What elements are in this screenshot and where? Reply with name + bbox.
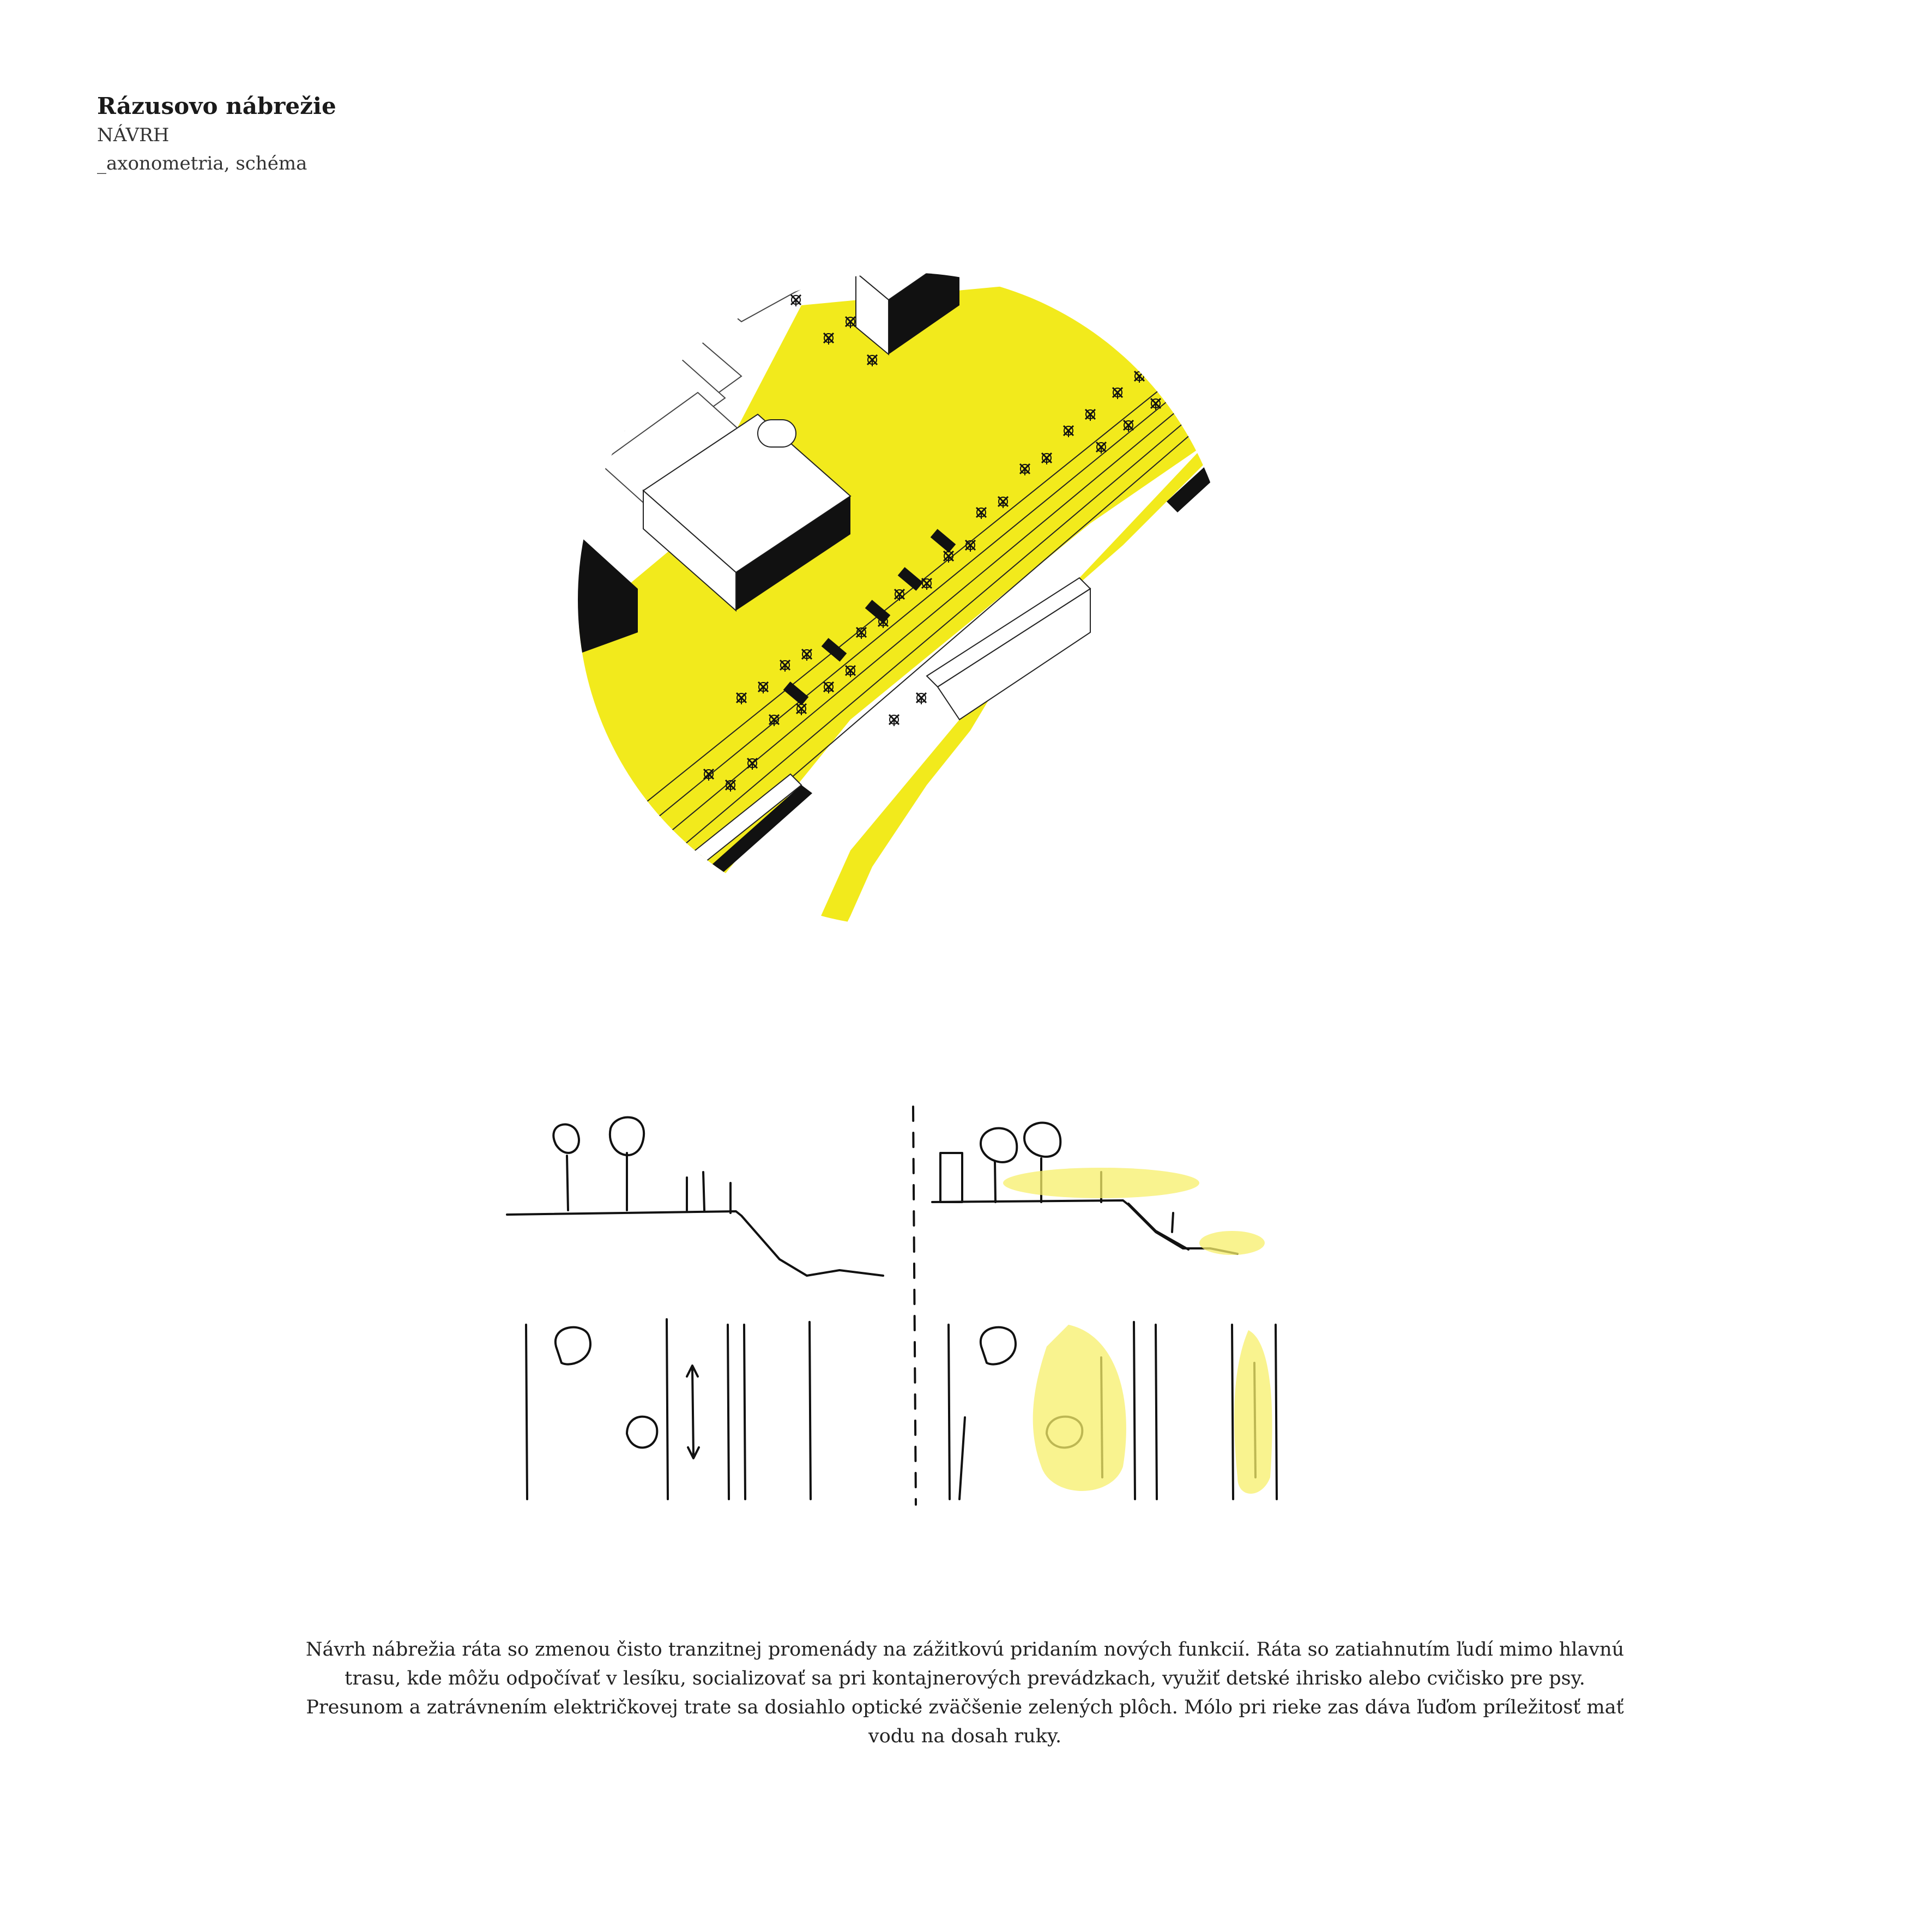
page-caption: _axonometria, schéma (97, 153, 307, 174)
page-subtitle: NÁVRH (97, 124, 170, 146)
divider-dashed (912, 1106, 917, 1506)
left-dark-building (578, 534, 638, 654)
main-building (642, 413, 852, 612)
section-existing (506, 1116, 884, 1277)
pier-middle (926, 577, 1091, 721)
yellow-highlights (1003, 1168, 1272, 1494)
plan-existing (525, 1318, 812, 1500)
page-header: Rázusovo nábrežie NÁVRH _axonometria, sc… (97, 92, 336, 178)
axonometric-drawing (578, 273, 1232, 927)
description-text: Návrh nábrežia ráta so zmenou čisto tran… (305, 1639, 1625, 1747)
containers (783, 529, 956, 705)
page-title: Rázusovo nábrežie (97, 93, 336, 119)
axonometric-clip-group (578, 273, 1232, 927)
dark-building (855, 273, 961, 356)
sketch-schema (506, 1106, 1278, 1506)
